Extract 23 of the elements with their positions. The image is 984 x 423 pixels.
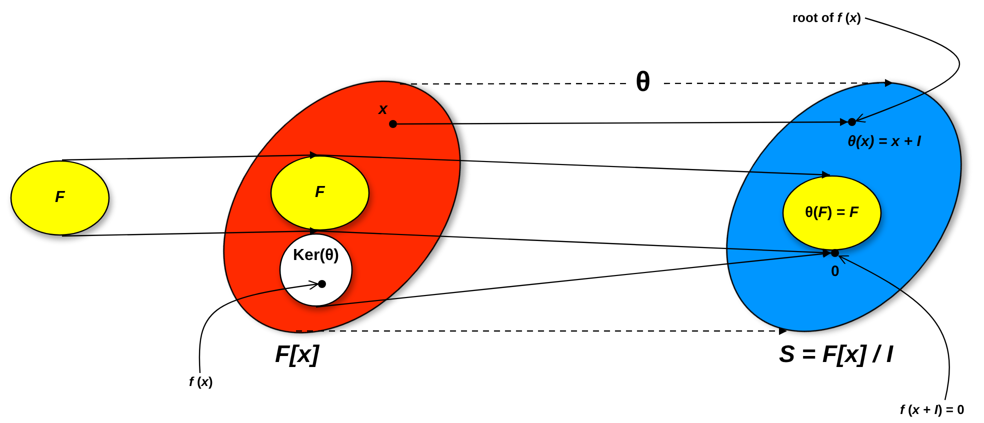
point-label: 0: [831, 264, 840, 280]
leader-line: [198, 280, 319, 374]
set-label: F[x]: [275, 342, 319, 368]
set-label: F: [315, 184, 325, 202]
leader-line: [838, 255, 950, 400]
arrow: [397, 118, 848, 126]
annotation-text: f (x): [189, 375, 213, 390]
point-label: x: [378, 101, 388, 119]
arrow: [62, 151, 318, 161]
annotation-text: f (x + I) = 0: [900, 403, 964, 418]
set-label: F: [55, 189, 65, 207]
dashed-arrow: [296, 327, 787, 335]
leader-line: [855, 17, 960, 123]
arrow: [318, 230, 832, 257]
set-label: S = F[x] / I: [779, 342, 894, 368]
annotation-text: root of f (x): [792, 11, 862, 26]
arrow: [316, 250, 832, 308]
arrow: [62, 227, 318, 237]
dashed-arrow: [400, 79, 893, 88]
point-label: θ(x) = x + I: [848, 134, 921, 150]
arrow: [318, 154, 830, 179]
set-label: θ(F) = F: [805, 204, 859, 221]
set-label: Ker(θ): [293, 247, 339, 265]
